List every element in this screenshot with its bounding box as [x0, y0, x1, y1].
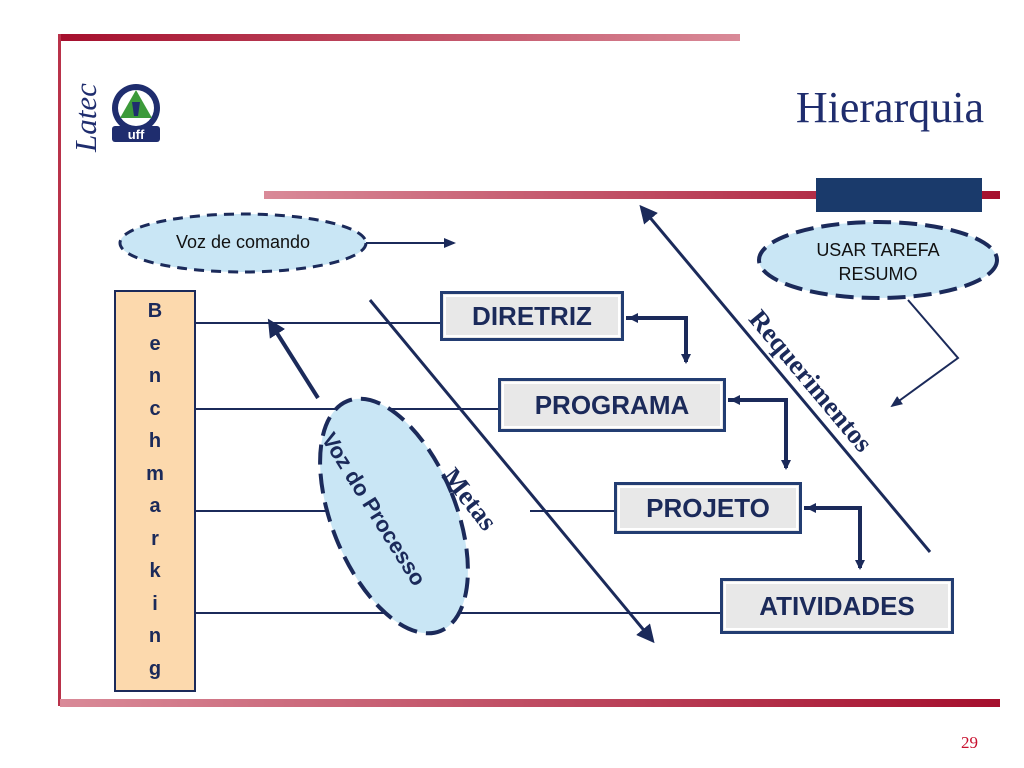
usar-tarefa-ellipse — [757, 220, 999, 300]
diretriz-programa-elbow — [626, 316, 691, 364]
middle-accent-bar — [264, 191, 1000, 199]
projeto-atividades-elbow — [804, 506, 865, 570]
usar-tarefa-line2: RESUMO — [838, 264, 918, 284]
usar-tarefa-label: USAR TAREFA RESUMO — [770, 238, 986, 286]
page-number: 29 — [961, 733, 978, 752]
top-accent-bar — [60, 34, 740, 41]
benchmarking-letter: g — [148, 657, 162, 680]
programa-projeto-elbow — [728, 398, 791, 470]
benchmarking-letter: B — [147, 300, 163, 322]
benchmarking-letter: h — [148, 430, 162, 452]
benchmarking-letter: i — [152, 592, 158, 615]
left-accent-bar — [58, 34, 61, 706]
programa-box: PROGRAMA — [498, 378, 726, 432]
benchmarking-letter: k — [149, 560, 161, 582]
uff-logo-label: uff — [128, 127, 145, 142]
voz-comando-label: Voz de comando — [175, 232, 311, 252]
usar-tarefa-pointer — [890, 299, 960, 408]
usar-tarefa-line1: USAR TAREFA — [816, 240, 940, 260]
benchmarking-letter: n — [148, 365, 162, 387]
diretriz-box: DIRETRIZ — [440, 291, 624, 341]
benchmarking-letter: c — [149, 397, 161, 420]
diretriz-label: DIRETRIZ — [472, 301, 592, 331]
atividades-label: ATIVIDADES — [759, 591, 915, 621]
voz-processo-arrow — [267, 318, 320, 400]
uff-logo: uff — [110, 82, 172, 148]
benchmarking-letter: a — [149, 495, 161, 517]
benchmarking-letter: n — [148, 625, 162, 647]
benchmarking-letter: m — [146, 462, 164, 485]
benchmarking-letter: r — [151, 527, 159, 550]
voz-comando-ellipse — [118, 212, 368, 274]
projeto-label: PROJETO — [646, 493, 770, 523]
page-title: Hierarquia — [795, 83, 984, 132]
projeto-box: PROJETO — [614, 482, 802, 534]
navy-accent-block — [816, 178, 982, 212]
atividades-box: ATIVIDADES — [720, 578, 954, 634]
uff-logo-icon: uff — [112, 84, 160, 142]
metas-diagonal-arrow — [368, 299, 655, 644]
benchmarking-letter: e — [149, 332, 161, 355]
bottom-accent-bar — [60, 699, 1000, 707]
requerimentos-diagonal-arrow — [639, 204, 932, 553]
voz-processo-ellipse — [318, 396, 470, 636]
programa-label: PROGRAMA — [534, 390, 690, 420]
